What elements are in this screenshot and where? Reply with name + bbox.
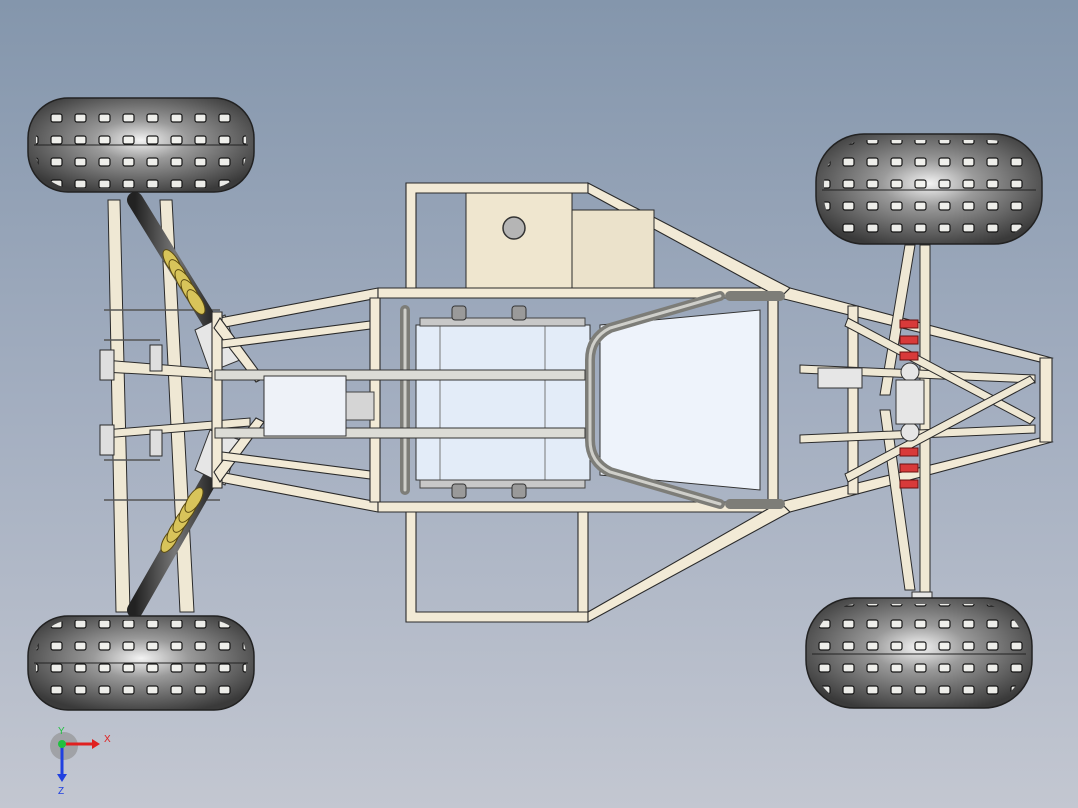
tire-rear-left[interactable]: [815, 133, 1043, 245]
tire-rear-right[interactable]: [805, 597, 1033, 709]
z-axis-label: Z: [58, 786, 64, 797]
tire-front-right[interactable]: [27, 615, 255, 711]
x-axis-label: X: [104, 734, 111, 745]
steering-tubes[interactable]: [214, 369, 586, 439]
orientation-triad[interactable]: X Y Z: [40, 720, 120, 800]
chassis-frame[interactable]: [211, 182, 1054, 623]
front-suspension[interactable]: [99, 192, 251, 618]
seat[interactable]: [415, 305, 761, 499]
y-axis-label: Y: [58, 726, 65, 737]
tire-front-left[interactable]: [27, 97, 255, 193]
side-tank-box[interactable]: [465, 192, 655, 289]
y-axis-dot: [58, 740, 66, 748]
